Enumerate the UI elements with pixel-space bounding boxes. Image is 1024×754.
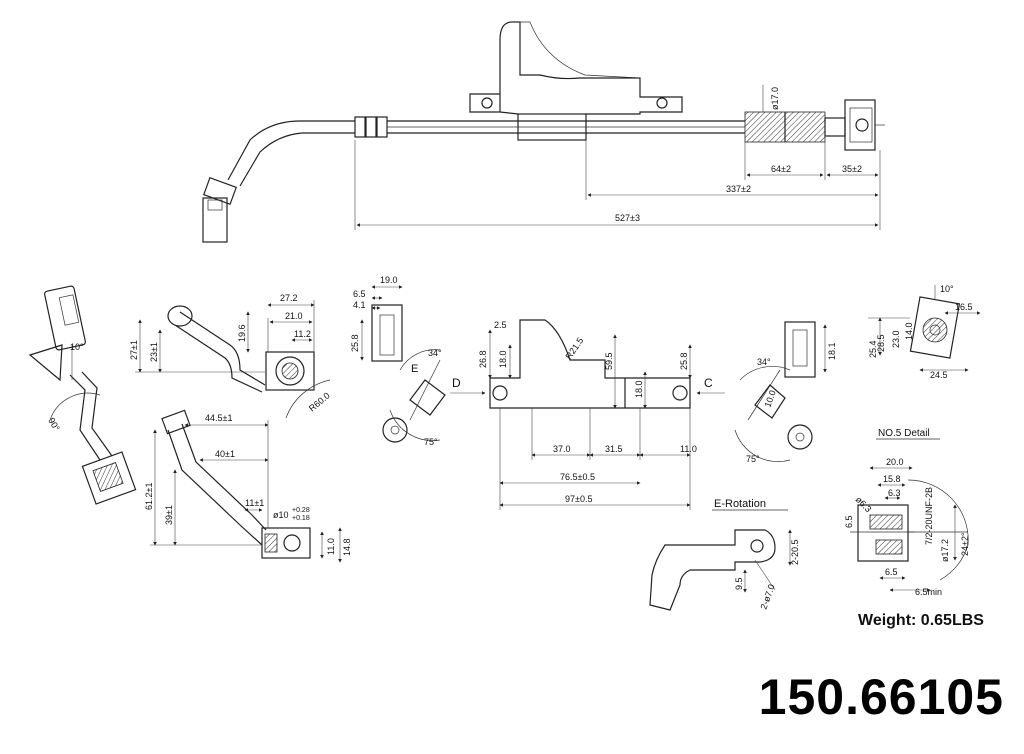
part-number: 150.66105: [758, 669, 1004, 725]
dim-15-8: 15.8: [883, 474, 901, 484]
dim-23-0: 23.0: [891, 330, 901, 348]
no5-detail-view: NO.5 Detail 20.0 15.8 6.3 ø6.3 7/2-20UNF…: [844, 428, 970, 597]
dim-6-5min: 6.5min: [915, 587, 942, 597]
dim-phi6-3: ø6.3: [854, 494, 874, 514]
dim-14-0: 14.0: [904, 322, 914, 340]
dim-19-6: 19.6: [237, 324, 247, 342]
dim-27: 27±1: [129, 340, 139, 360]
dim-26-8: 26.8: [478, 350, 488, 368]
dim-phi17-2: ø17.2: [940, 539, 950, 562]
dim-6-3a: 6.3: [888, 488, 901, 498]
dim-39: 39±1: [164, 505, 174, 525]
dim-r60: R60.0: [307, 390, 332, 413]
bracket-end-view: 34° 18.1 10.0 75°: [734, 321, 837, 464]
e-rotation-title: E-Rotation: [714, 498, 766, 510]
dim-23: 23±1: [149, 342, 159, 362]
dim-34-e: 34°: [757, 357, 771, 367]
dim-11: 11±1: [245, 498, 264, 508]
dim-6-5b: 6.5: [885, 567, 898, 577]
dim-27-2: 27.2: [280, 293, 298, 303]
bracket-side-view: 19.0 6.5 4.1 25.8 34° 75° E: [350, 275, 446, 447]
dim-24-5: 24.5: [930, 370, 948, 380]
dim-11-2: 11.2: [294, 329, 311, 339]
tube-end-view: 27.2 21.0 11.2 27±1 23±1 19.6 R60.0: [129, 293, 332, 419]
main-hose-view: 527±3 337±2 64±2 35±2 ø17.0: [202, 21, 885, 243]
left-fitting-detail: 10° 90°: [28, 285, 137, 505]
dim-4-1: 4.1: [353, 300, 366, 310]
dim-18-0b: 18.0: [634, 380, 644, 398]
top-right-fitting-detail: 10° 16.5 28.5 23.0 14.0 25.4 24.5: [868, 284, 981, 380]
dim-59-5: 59.5: [604, 352, 614, 370]
lower-tube-view: 44.5±1 40±1 61.2±1 39±1 11±1 ø10 +0.28 +…: [144, 409, 352, 563]
dim-6-5a: 6.5: [844, 515, 854, 528]
dim-34-c: 34°: [428, 348, 442, 358]
dim-16-5: 16.5: [955, 302, 973, 312]
dim-overall-length: 527±3: [615, 213, 640, 223]
dim-28-5: 28.5: [876, 334, 886, 352]
dim-left-90deg: 90°: [46, 416, 62, 433]
label-c: C: [704, 376, 713, 390]
dim-sleeve-length: 64±2: [771, 164, 791, 174]
dim-sleeve-diameter: ø17.0: [770, 87, 780, 110]
label-e: E: [411, 363, 418, 375]
dim-end-length: 35±2: [842, 164, 862, 174]
dim-21-0: 21.0: [285, 311, 303, 321]
dim-44-5: 44.5±1: [205, 413, 232, 423]
dim-r21-5: R21.5: [563, 336, 585, 361]
dim-40: 40±1: [215, 449, 235, 459]
dim-14-8: 14.8: [342, 538, 352, 556]
dim-75-c: 75°: [424, 437, 438, 447]
dim-2-phi7: 2-ø7.0: [758, 583, 776, 611]
dim-phi10: ø10: [273, 510, 289, 520]
dim-2-20-5: 2-20.5: [790, 539, 800, 565]
dim-31-5: 31.5: [605, 444, 623, 454]
dim-left-10deg: 10°: [70, 342, 84, 352]
dim-tol-dn: +0.18: [292, 515, 310, 522]
label-d: D: [452, 376, 461, 390]
dim-20-0-n5: 20.0: [886, 457, 904, 467]
dim-2-5: 2.5: [494, 320, 507, 330]
weight-label: Weight: 0.65LBS: [858, 612, 984, 629]
dim-61-2: 61.2±1: [144, 483, 154, 510]
dim-24deg: 24±2°: [960, 532, 970, 556]
dim-10deg-f: 10°: [940, 284, 954, 294]
dim-25-8-d: 25.8: [679, 352, 689, 370]
dim-19-0: 19.0: [380, 275, 398, 285]
dim-18-0a: 18.0: [498, 350, 508, 368]
e-rotation-view: E-Rotation 2-20.5 9.5 2-ø7.0: [649, 498, 800, 611]
dim-11-0-g: 11.0: [326, 538, 336, 555]
no5-title: NO.5 Detail: [878, 428, 930, 439]
dim-fitting-length: 337±2: [726, 184, 751, 194]
dim-97: 97±0.5: [565, 494, 592, 504]
bracket-top-view: 2.5 26.8 18.0 R21.5 59.5 25.8 18.0 37.0 …: [450, 319, 725, 510]
dim-76-5: 76.5±0.5: [560, 472, 595, 482]
dim-thread: 7/2-20UNF-2B: [924, 487, 934, 545]
dim-11-0: 11.0: [680, 444, 697, 454]
dim-tol-up: +0.28: [292, 507, 310, 514]
dim-37-0: 37.0: [553, 444, 571, 454]
dim-75-e: 75°: [746, 454, 760, 464]
dim-25-4: 25.4: [868, 340, 878, 358]
dim-18-1: 18.1: [827, 342, 837, 360]
dim-25-8-c: 25.8: [350, 334, 360, 352]
dim-6-5: 6.5: [353, 289, 366, 299]
dim-9-5: 9.5: [734, 577, 744, 590]
